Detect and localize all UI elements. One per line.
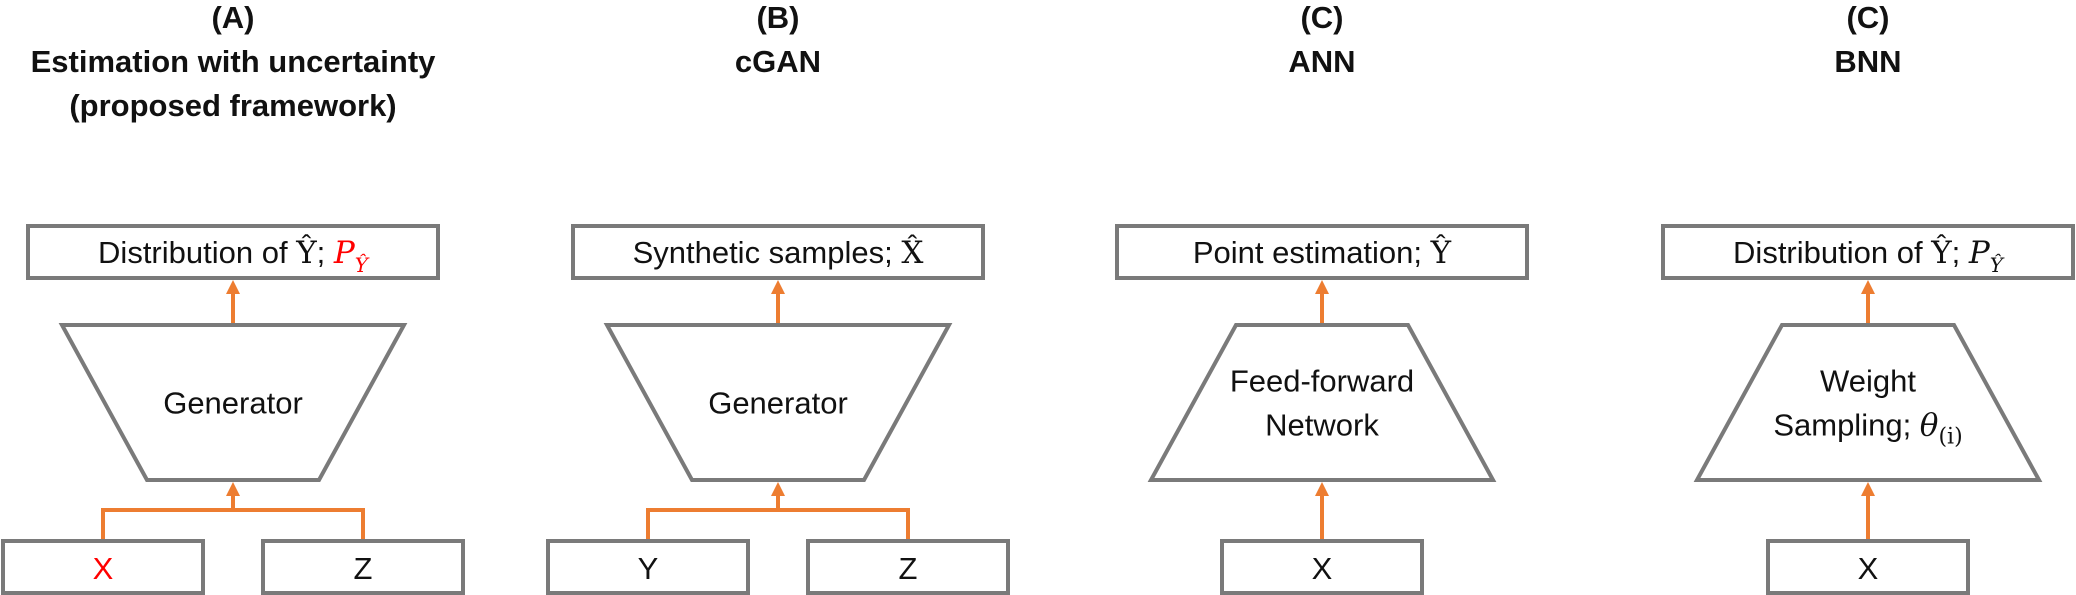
output-math-subscript: Ŷ xyxy=(1990,253,2005,277)
input-box xyxy=(1766,539,1970,595)
model-block xyxy=(1693,323,2043,482)
input-merge-connector xyxy=(101,508,365,539)
input-merge-connector xyxy=(646,508,910,539)
panel-title-line: ANN xyxy=(1288,44,1355,79)
output-arrow-head xyxy=(771,280,785,294)
output-box xyxy=(26,224,440,280)
panel-title-line: BNN xyxy=(1834,44,1901,79)
theta-symbol: θ xyxy=(1920,408,1939,444)
output-prefix: Distribution of xyxy=(1733,235,1931,270)
input-arrow-head xyxy=(1315,482,1329,496)
input-label: X xyxy=(1858,551,1879,586)
model-label-line: Sampling; θ(i) xyxy=(1773,408,1962,450)
input-box xyxy=(1,539,205,595)
output-box xyxy=(1661,224,2075,280)
model-label: Generator xyxy=(163,386,303,421)
panel-c1: (C) ANN Point estimation; Ŷ Feed-forwardNet… xyxy=(1115,0,1529,595)
output-arrow-head xyxy=(1861,280,1875,294)
output-math-symbol: P xyxy=(1968,235,1991,271)
input-label: X xyxy=(1312,551,1333,586)
input-box xyxy=(261,539,465,595)
output-symbol: Ŷ xyxy=(1930,233,1952,271)
theta-subscript: (i) xyxy=(1938,425,1962,450)
panel-a: (A) Estimation with uncertainty (proposed … xyxy=(1,0,465,595)
input-box xyxy=(1220,539,1424,595)
model-label: Generator xyxy=(708,386,848,421)
panel-label: (B) xyxy=(756,0,799,35)
model-label-line: Feed-forward xyxy=(1230,364,1414,399)
input-arrow-head xyxy=(1861,482,1875,496)
input-box xyxy=(546,539,750,595)
output-arrow-head xyxy=(1315,280,1329,294)
output-label: Point estimation; Ŷ xyxy=(1193,233,1452,271)
output-arrow-head xyxy=(226,280,240,294)
panel-title-line: cGAN xyxy=(735,44,821,79)
panel-title-line: (proposed framework) xyxy=(69,88,396,123)
output-prefix: Synthetic samples; xyxy=(633,235,902,270)
input-label: Z xyxy=(354,551,373,586)
output-label: Distribution of Ŷ; PŶ xyxy=(1733,233,2005,277)
output-separator: ; xyxy=(317,235,334,270)
output-label: Synthetic samples; X̂ xyxy=(633,233,924,271)
output-symbol: Ŷ xyxy=(295,233,317,271)
model-block xyxy=(58,323,408,482)
panel-label: (C) xyxy=(1846,0,1889,35)
output-math-subscript: Ŷ xyxy=(355,253,370,277)
input-label: Z xyxy=(899,551,918,586)
input-arrow-head xyxy=(226,482,240,496)
input-label: Y xyxy=(638,551,659,586)
input-label: X xyxy=(93,551,114,586)
output-separator: ; xyxy=(1952,235,1969,270)
output-symbol: X̂ xyxy=(901,233,923,271)
panel-c2: (C) BNN Distribution of Ŷ; PŶ WeightSamplin… xyxy=(1661,0,2075,595)
model-block xyxy=(1147,323,1497,482)
output-prefix: Point estimation; xyxy=(1193,235,1431,270)
panel-title-line: Estimation with uncertainty xyxy=(31,44,437,79)
model-label-line: Network xyxy=(1265,408,1379,443)
model-line-prefix: Sampling; xyxy=(1773,408,1919,443)
output-box xyxy=(1115,224,1529,280)
model-block xyxy=(603,323,953,482)
model-label-line: Weight xyxy=(1820,364,1916,399)
output-symbol: Ŷ xyxy=(1430,233,1452,271)
output-prefix: Distribution of xyxy=(98,235,296,270)
panel-label: (A) xyxy=(211,0,254,35)
input-box xyxy=(806,539,1010,595)
output-label: Distribution of Ŷ; PŶ xyxy=(98,233,370,277)
input-arrow-head xyxy=(771,482,785,496)
output-box xyxy=(571,224,985,280)
panel-label: (C) xyxy=(1300,0,1343,35)
output-math-symbol: P xyxy=(333,235,356,271)
